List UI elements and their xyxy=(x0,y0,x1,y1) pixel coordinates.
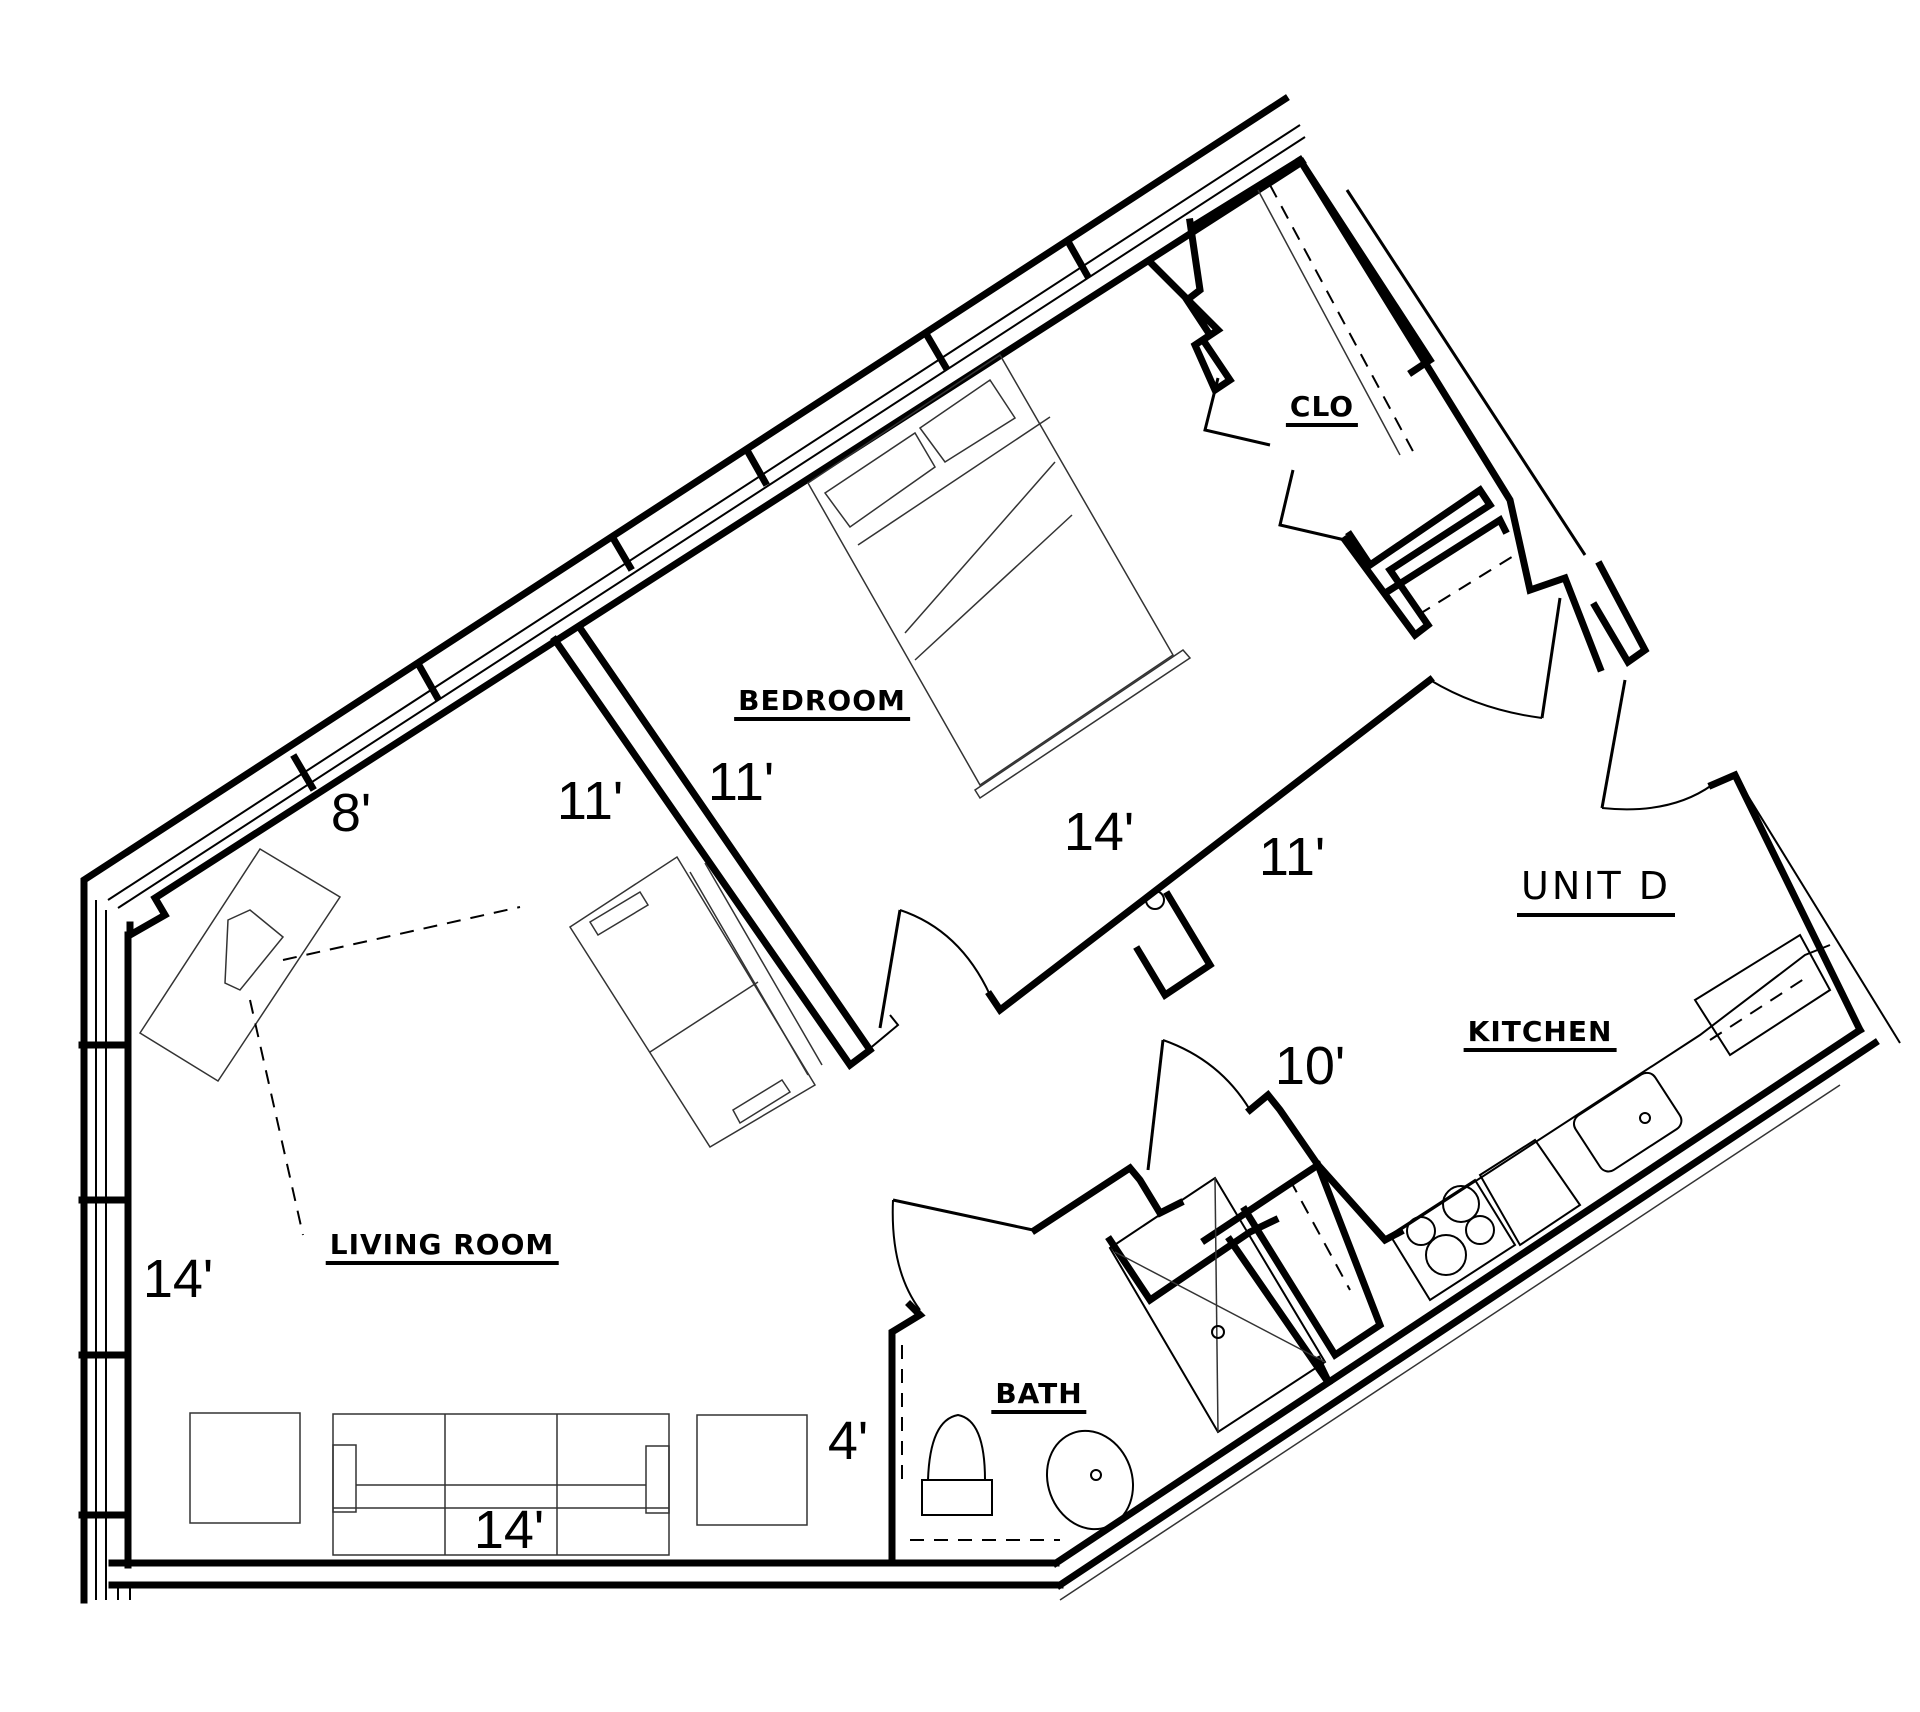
toilet-icon xyxy=(921,1413,993,1516)
room-label-bedroom: BEDROOM xyxy=(734,687,910,721)
bath-fixtures xyxy=(901,1345,1135,1541)
exterior-wall-east xyxy=(1707,770,1901,1044)
dimension-living-window-wall: 8' xyxy=(330,783,372,843)
sofa-icon xyxy=(568,855,823,1149)
room-label-living-room: LIVING ROOM xyxy=(325,1231,559,1265)
dimension-living-bottom-wall: 14' xyxy=(473,1500,545,1560)
room-label-closet: CLO xyxy=(1285,393,1359,427)
bed-icon xyxy=(807,353,1192,800)
living-furniture xyxy=(138,847,823,1556)
kitchen-sink-icon xyxy=(1572,1071,1683,1173)
room-label-kitchen: KITCHEN xyxy=(1463,1018,1617,1052)
exterior-wall-south xyxy=(108,1559,1064,1600)
entry-walls xyxy=(1295,155,1713,811)
unit-label: UNIT D xyxy=(1517,867,1675,917)
desk-icon xyxy=(138,847,521,1236)
armchair-right-icon xyxy=(696,1414,808,1526)
armchair-left-icon xyxy=(189,1412,301,1524)
room-label-bath: BATH xyxy=(991,1380,1087,1414)
partition-living-bedroom xyxy=(550,623,991,1070)
dimension-living-left-wall: 14' xyxy=(142,1249,214,1309)
couch-icon xyxy=(332,1413,670,1556)
dimension-bath-offset: 4' xyxy=(827,1411,869,1471)
exterior-wall-southeast xyxy=(1051,1025,1880,1601)
dimension-hall-length: 11' xyxy=(1258,827,1326,887)
window-frames xyxy=(290,240,1092,792)
exterior-wall-west xyxy=(78,884,132,1604)
bath-walls xyxy=(888,1039,1405,1567)
dimension-living-depth: 11' xyxy=(556,771,624,831)
dimension-kitchen-length: 10' xyxy=(1274,1036,1346,1096)
dimension-bedroom-depth: 11' xyxy=(707,752,775,812)
bathroom-sink-icon xyxy=(1045,1429,1135,1531)
partition-bedroom-south xyxy=(985,675,1435,1016)
stove-icon xyxy=(1388,1178,1517,1302)
kitchen-counter xyxy=(1384,933,1832,1302)
dimension-bedroom-width: 14' xyxy=(1063,802,1135,862)
